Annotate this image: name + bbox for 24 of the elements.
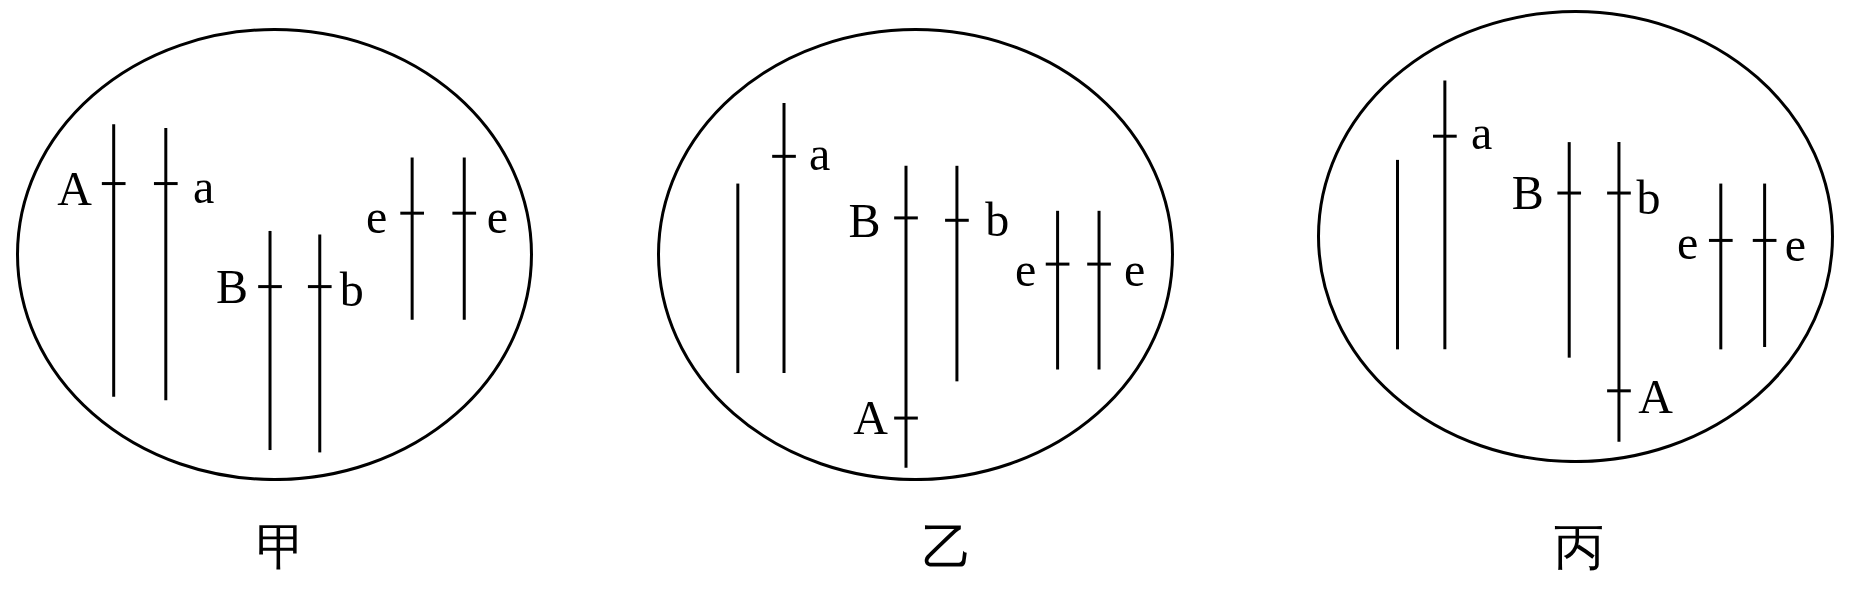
gene-label: b <box>339 266 364 315</box>
gene-label: B <box>1511 169 1544 218</box>
gene-label: e <box>486 192 509 241</box>
cell-caption: 乙 <box>922 522 973 573</box>
gene-label: e <box>1014 246 1037 294</box>
gene-label: A <box>853 394 888 443</box>
gene-label: A <box>1638 372 1673 421</box>
gene-label: B <box>848 197 881 246</box>
cell-caption: 甲 <box>255 522 306 573</box>
gene-label: a <box>193 163 215 212</box>
gene-label: b <box>1636 173 1661 222</box>
gene-label: b <box>985 196 1010 245</box>
cell-caption: 丙 <box>1553 522 1604 573</box>
gene-label: B <box>216 262 249 311</box>
gene-label: e <box>1123 246 1146 294</box>
cell-ellipse <box>656 28 1174 482</box>
cell-ellipse <box>16 28 534 482</box>
cell-ellipse <box>1316 10 1834 464</box>
gene-label: e <box>1677 218 1699 267</box>
gene-label: a <box>1470 108 1493 157</box>
gene-label: a <box>808 129 831 178</box>
gene-label: e <box>365 192 388 241</box>
gene-label: A <box>57 165 92 214</box>
gene-label: e <box>1784 221 1807 270</box>
